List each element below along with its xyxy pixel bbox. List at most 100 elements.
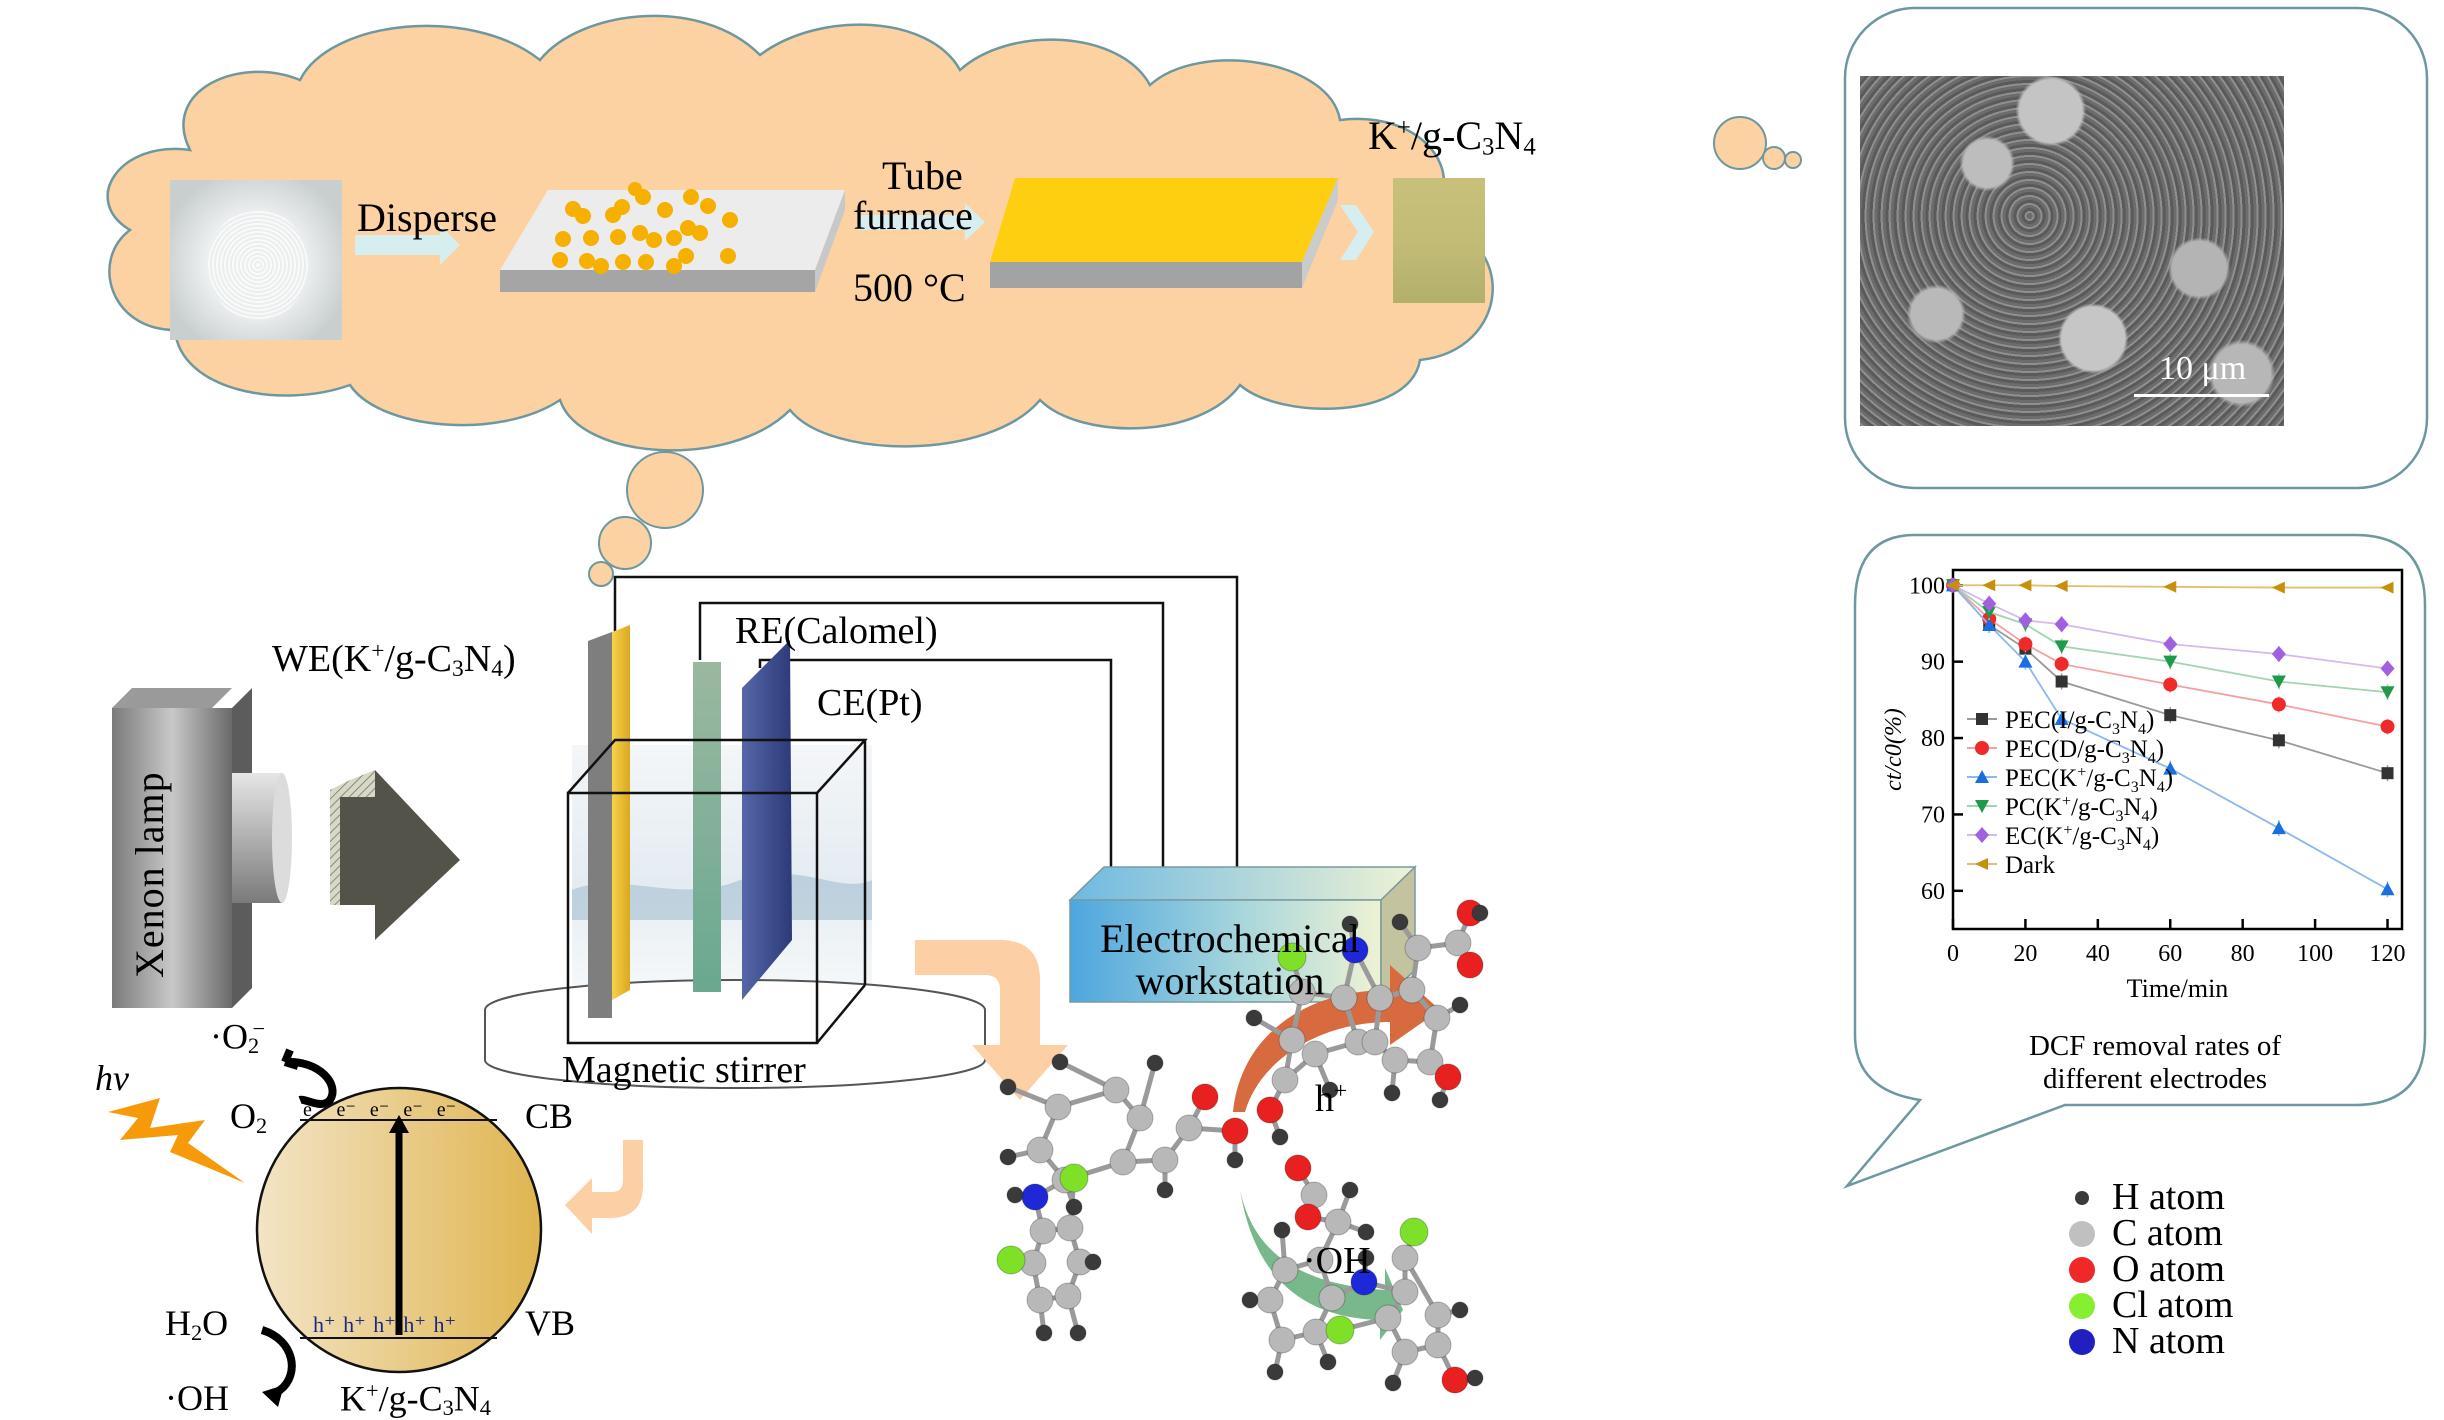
atom-o (1434, 1063, 1462, 1091)
atom-o (1284, 1154, 1312, 1182)
data-point (2018, 579, 2032, 592)
chart-legend-item: PC(K+/g-C3N4) (1967, 793, 2158, 825)
atom-c (1256, 1286, 1284, 1314)
electrons-row: e⁻ e⁻ e⁻ e⁻ e⁻ (303, 1099, 457, 1121)
h-plus-pathway-label: h+ (1315, 1078, 1348, 1120)
data-point (1975, 827, 1989, 843)
atom-c (1278, 1026, 1306, 1054)
circuit-wires (613, 575, 1239, 903)
atom-legend-label: C atom (2112, 1212, 2223, 1254)
sem-scale-label: 10 μm (2159, 350, 2247, 387)
atom-legend-label: Cl atom (2112, 1284, 2234, 1326)
atom-h (1341, 1181, 1359, 1199)
data-point (1982, 595, 1997, 612)
atom-n (1341, 936, 1369, 964)
data-point (2272, 734, 2285, 747)
process-arrows (355, 203, 1374, 265)
data-point (2018, 612, 2033, 629)
atom-c (1029, 1217, 1057, 1245)
atom-o (1256, 1096, 1284, 1124)
atom-n (1350, 1268, 1378, 1296)
atom-c (1302, 1318, 1330, 1346)
data-point (2271, 646, 2286, 663)
data-point (2380, 660, 2395, 677)
xenon-lamp-label: Xenon lamp (127, 771, 172, 978)
data-point (1982, 606, 1997, 620)
atom-c (1109, 1148, 1137, 1176)
atom-h (1451, 996, 1469, 1014)
xenon-lamp (112, 688, 292, 1008)
data-point (2163, 761, 2178, 775)
chart-legend-item: PEC(K+/g-C3N4) (1967, 764, 2173, 796)
atom-h (1271, 1128, 1289, 1146)
legend-label: PEC(D/g-C3N4) (2005, 736, 2164, 767)
chart-legend-item: PEC(D/g-C3N4) (1967, 736, 2164, 767)
data-point (2163, 677, 2178, 692)
data-point (1975, 770, 1989, 783)
y-tick-label: 90 (1921, 650, 1945, 676)
sem-image: 10 μm (1860, 76, 2284, 426)
chart-legend-item: Dark (1967, 852, 2055, 879)
conduction-band-label: CB (525, 1096, 574, 1136)
chart-plot-frame (1951, 568, 2404, 931)
atom-legend-label: H atom (2112, 1176, 2225, 1218)
lightning-icon (108, 1098, 245, 1183)
atom-h (1451, 1301, 1469, 1319)
atom-c (1404, 934, 1432, 962)
atom-cl (1399, 1217, 1429, 1247)
k-g-c3n4-film-photo (1393, 178, 1485, 303)
calcined-plate (990, 178, 1338, 288)
data-point (2380, 581, 2394, 594)
series-ec-k-g-c3n4- (1946, 577, 2395, 677)
data-point (2164, 709, 2177, 722)
atom-c (1391, 1244, 1419, 1272)
counter-electrode-label: CE(Pt) (817, 682, 923, 724)
water-label: H2O (165, 1303, 229, 1345)
atom-h (1273, 1221, 1291, 1239)
chart-legend-item: PEC(I/g-C3N4) (1967, 707, 2154, 738)
y-tick-label: 100 (1909, 573, 1945, 599)
x-axis-label: Time/min (2127, 974, 2229, 1003)
atom-h (1069, 1324, 1087, 1342)
reference-electrode-label: RE(Calomel) (735, 610, 938, 652)
atom-h (1084, 1253, 1102, 1271)
atom-h (1266, 1363, 1284, 1381)
atom-c (1056, 1214, 1084, 1242)
data-point (1982, 617, 1997, 631)
atom-legend-item: H atom (2068, 1176, 2328, 1218)
atom-c (1424, 1301, 1452, 1329)
precursor-powder-photo (170, 180, 342, 340)
y-tick-label: 80 (1921, 726, 1945, 752)
atom-o (1441, 1366, 1469, 1394)
atom-c (1151, 1146, 1179, 1174)
data-point (1975, 800, 1989, 813)
atom-h (1357, 1223, 1375, 1241)
atom-c (1324, 1208, 1352, 1236)
x-tick-label: 60 (2158, 941, 2182, 967)
data-point (2018, 654, 2033, 668)
atom-h (1357, 1249, 1375, 1267)
data-point (2271, 821, 2286, 835)
disperse-label: Disperse (357, 195, 497, 240)
data-point (2271, 581, 2285, 594)
data-point (2163, 655, 2178, 669)
data-point (2163, 580, 2177, 593)
atom-legend-item: Cl atom (2068, 1284, 2328, 1326)
atom-c (1102, 1076, 1130, 1104)
hydroxyl-pathway-label: ·OH (1303, 1240, 1371, 1282)
y-axis-label: ct/c0(%) (1881, 708, 1907, 791)
atom-h (1431, 1091, 1449, 1109)
atom-h (1391, 913, 1409, 931)
atom-c (1381, 1046, 1409, 1074)
y-tick-label: 60 (1921, 879, 1945, 905)
atom-c (1391, 1338, 1419, 1366)
holes-row: h⁺ h⁺ h⁺ h⁺ h⁺ (313, 1312, 457, 1337)
molecule-carbazole-product (1245, 899, 1489, 1146)
atom-h (1035, 1324, 1053, 1342)
legend-label: PEC(K+/g-C3N4) (2005, 764, 2173, 796)
hydroxyl-pathway-arrow (1240, 1190, 1403, 1340)
atom-h (1471, 904, 1489, 922)
x-tick-label: 120 (2370, 941, 2406, 967)
data-point (2271, 697, 2286, 712)
atom-legend-item: O atom (2068, 1250, 2328, 1288)
